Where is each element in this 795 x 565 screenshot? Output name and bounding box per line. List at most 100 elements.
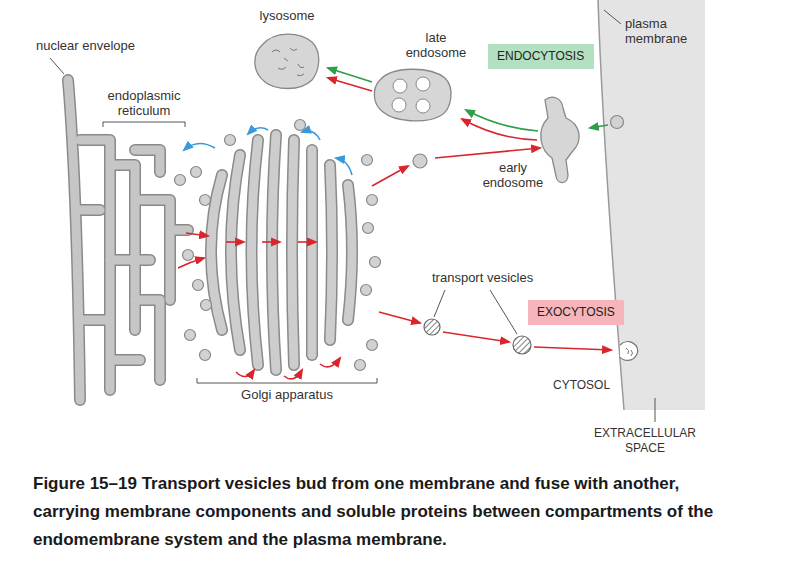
endoplasmic-reticulum xyxy=(110,254,150,266)
endoplasmic-reticulum xyxy=(170,224,188,236)
pathway-arrows xyxy=(336,158,352,175)
endoplasmic-reticulum xyxy=(135,150,160,172)
endoplasmic-reticulum xyxy=(135,300,160,380)
golgi-stack xyxy=(306,150,318,355)
vesicles xyxy=(361,285,372,296)
endoplasmic-reticulum xyxy=(110,256,150,265)
leader-lines xyxy=(490,290,517,334)
organelle-label: endoplasmic reticulum xyxy=(99,88,189,118)
leader-lines xyxy=(50,58,64,74)
golgi-stack xyxy=(211,175,222,330)
golgi-stack xyxy=(211,135,352,370)
leader-lines xyxy=(655,398,656,422)
golgi-stack xyxy=(292,140,294,365)
vesicles xyxy=(355,360,366,371)
pathway-arrows xyxy=(379,312,420,323)
late-endosome-shape xyxy=(392,98,406,112)
brackets xyxy=(103,122,377,383)
transport-vesicles xyxy=(513,336,531,354)
transport-vesicles xyxy=(424,319,638,360)
endoplasmic-reticulum xyxy=(170,226,188,235)
pathway-arrows xyxy=(186,233,208,236)
pathway-arrows xyxy=(443,332,509,342)
golgi-stack xyxy=(330,165,332,340)
figure-caption: Figure 15–19 Transport vesicles bud from… xyxy=(33,470,733,554)
pathway-arrows xyxy=(262,241,280,243)
vesicles xyxy=(201,300,212,311)
organelle-label: early endosome xyxy=(478,160,548,190)
endoplasmic-reticulum xyxy=(135,200,170,300)
pathway-arrows xyxy=(226,241,244,243)
vesicles xyxy=(185,330,196,341)
organelle-label: Golgi apparatus xyxy=(227,387,347,402)
early-endosome-shape xyxy=(541,97,579,182)
vesicles xyxy=(367,340,378,351)
box-text: EXOCYTOSIS xyxy=(537,305,615,320)
endoplasmic-reticulum xyxy=(80,204,100,216)
golgi-stack xyxy=(272,135,276,370)
pathway-arrows xyxy=(534,347,611,350)
vesicles xyxy=(367,195,378,206)
late-endosome-shape xyxy=(374,69,451,121)
process-box: ENDOCYTOSIS xyxy=(488,44,594,69)
golgi-stack xyxy=(252,140,259,365)
vesicles xyxy=(363,223,374,234)
vesicles xyxy=(200,350,211,361)
pathway-arrows xyxy=(466,110,538,131)
endoplasmic-reticulum xyxy=(135,200,170,300)
pathway-arrows xyxy=(236,370,254,377)
organelle-label: lysosome xyxy=(252,8,322,23)
late-endosome-shape xyxy=(374,69,451,121)
vesicles xyxy=(191,167,202,178)
pathway-arrows xyxy=(328,78,372,91)
transport-vesicles xyxy=(424,319,440,335)
golgi-stack xyxy=(348,185,352,320)
early-endosome-shape xyxy=(541,97,579,182)
vesicles xyxy=(611,116,624,129)
pathway-arrows xyxy=(302,131,320,140)
endoplasmic-reticulum xyxy=(68,80,188,400)
pathway-arrows xyxy=(372,166,408,186)
extracellular-space xyxy=(598,0,705,410)
golgi-stack xyxy=(272,135,276,370)
pathway-arrows xyxy=(248,128,268,134)
golgi-stack xyxy=(348,185,352,320)
membrane-label: plasma membrane xyxy=(625,16,700,46)
late-endosome-shape xyxy=(393,79,407,93)
golgi-stack xyxy=(292,140,294,365)
membrane-label: nuclear envelope xyxy=(36,38,135,53)
vesicles xyxy=(175,175,186,186)
pathway-arrows xyxy=(184,143,215,150)
endoplasmic-reticulum xyxy=(80,206,100,215)
golgi-stack xyxy=(330,165,332,340)
endoplasmic-reticulum xyxy=(80,140,110,390)
pathway-arrows xyxy=(590,125,608,128)
late-endosome-shape xyxy=(416,99,430,113)
endoplasmic-reticulum xyxy=(110,356,140,365)
endoplasmic-reticulum xyxy=(80,314,110,326)
vesicle-label: transport vesicles xyxy=(432,270,533,285)
vesicles xyxy=(295,120,306,131)
leader-lines xyxy=(50,10,655,422)
pathway-arrows xyxy=(462,119,537,140)
golgi-stack xyxy=(252,140,259,365)
golgi-stack xyxy=(308,150,317,355)
endoplasmic-reticulum xyxy=(80,140,110,390)
pathway-arrows xyxy=(178,68,611,379)
golgi-stack xyxy=(211,135,352,370)
lysosome-shape xyxy=(255,34,319,88)
pathway-arrows xyxy=(320,358,340,367)
vesicles xyxy=(183,250,194,261)
process-box: EXOCYTOSIS xyxy=(528,300,624,325)
endoplasmic-reticulum xyxy=(68,80,188,400)
vesicles xyxy=(225,135,236,146)
pathway-arrows xyxy=(284,370,302,379)
organelle-label: late endosome xyxy=(400,30,472,60)
brackets xyxy=(103,122,185,127)
endoplasmic-reticulum xyxy=(68,80,80,400)
pathway-arrows xyxy=(298,241,316,243)
vesicles xyxy=(413,154,427,168)
late-endosome-shape xyxy=(416,77,430,91)
endoplasmic-reticulum xyxy=(68,80,188,400)
